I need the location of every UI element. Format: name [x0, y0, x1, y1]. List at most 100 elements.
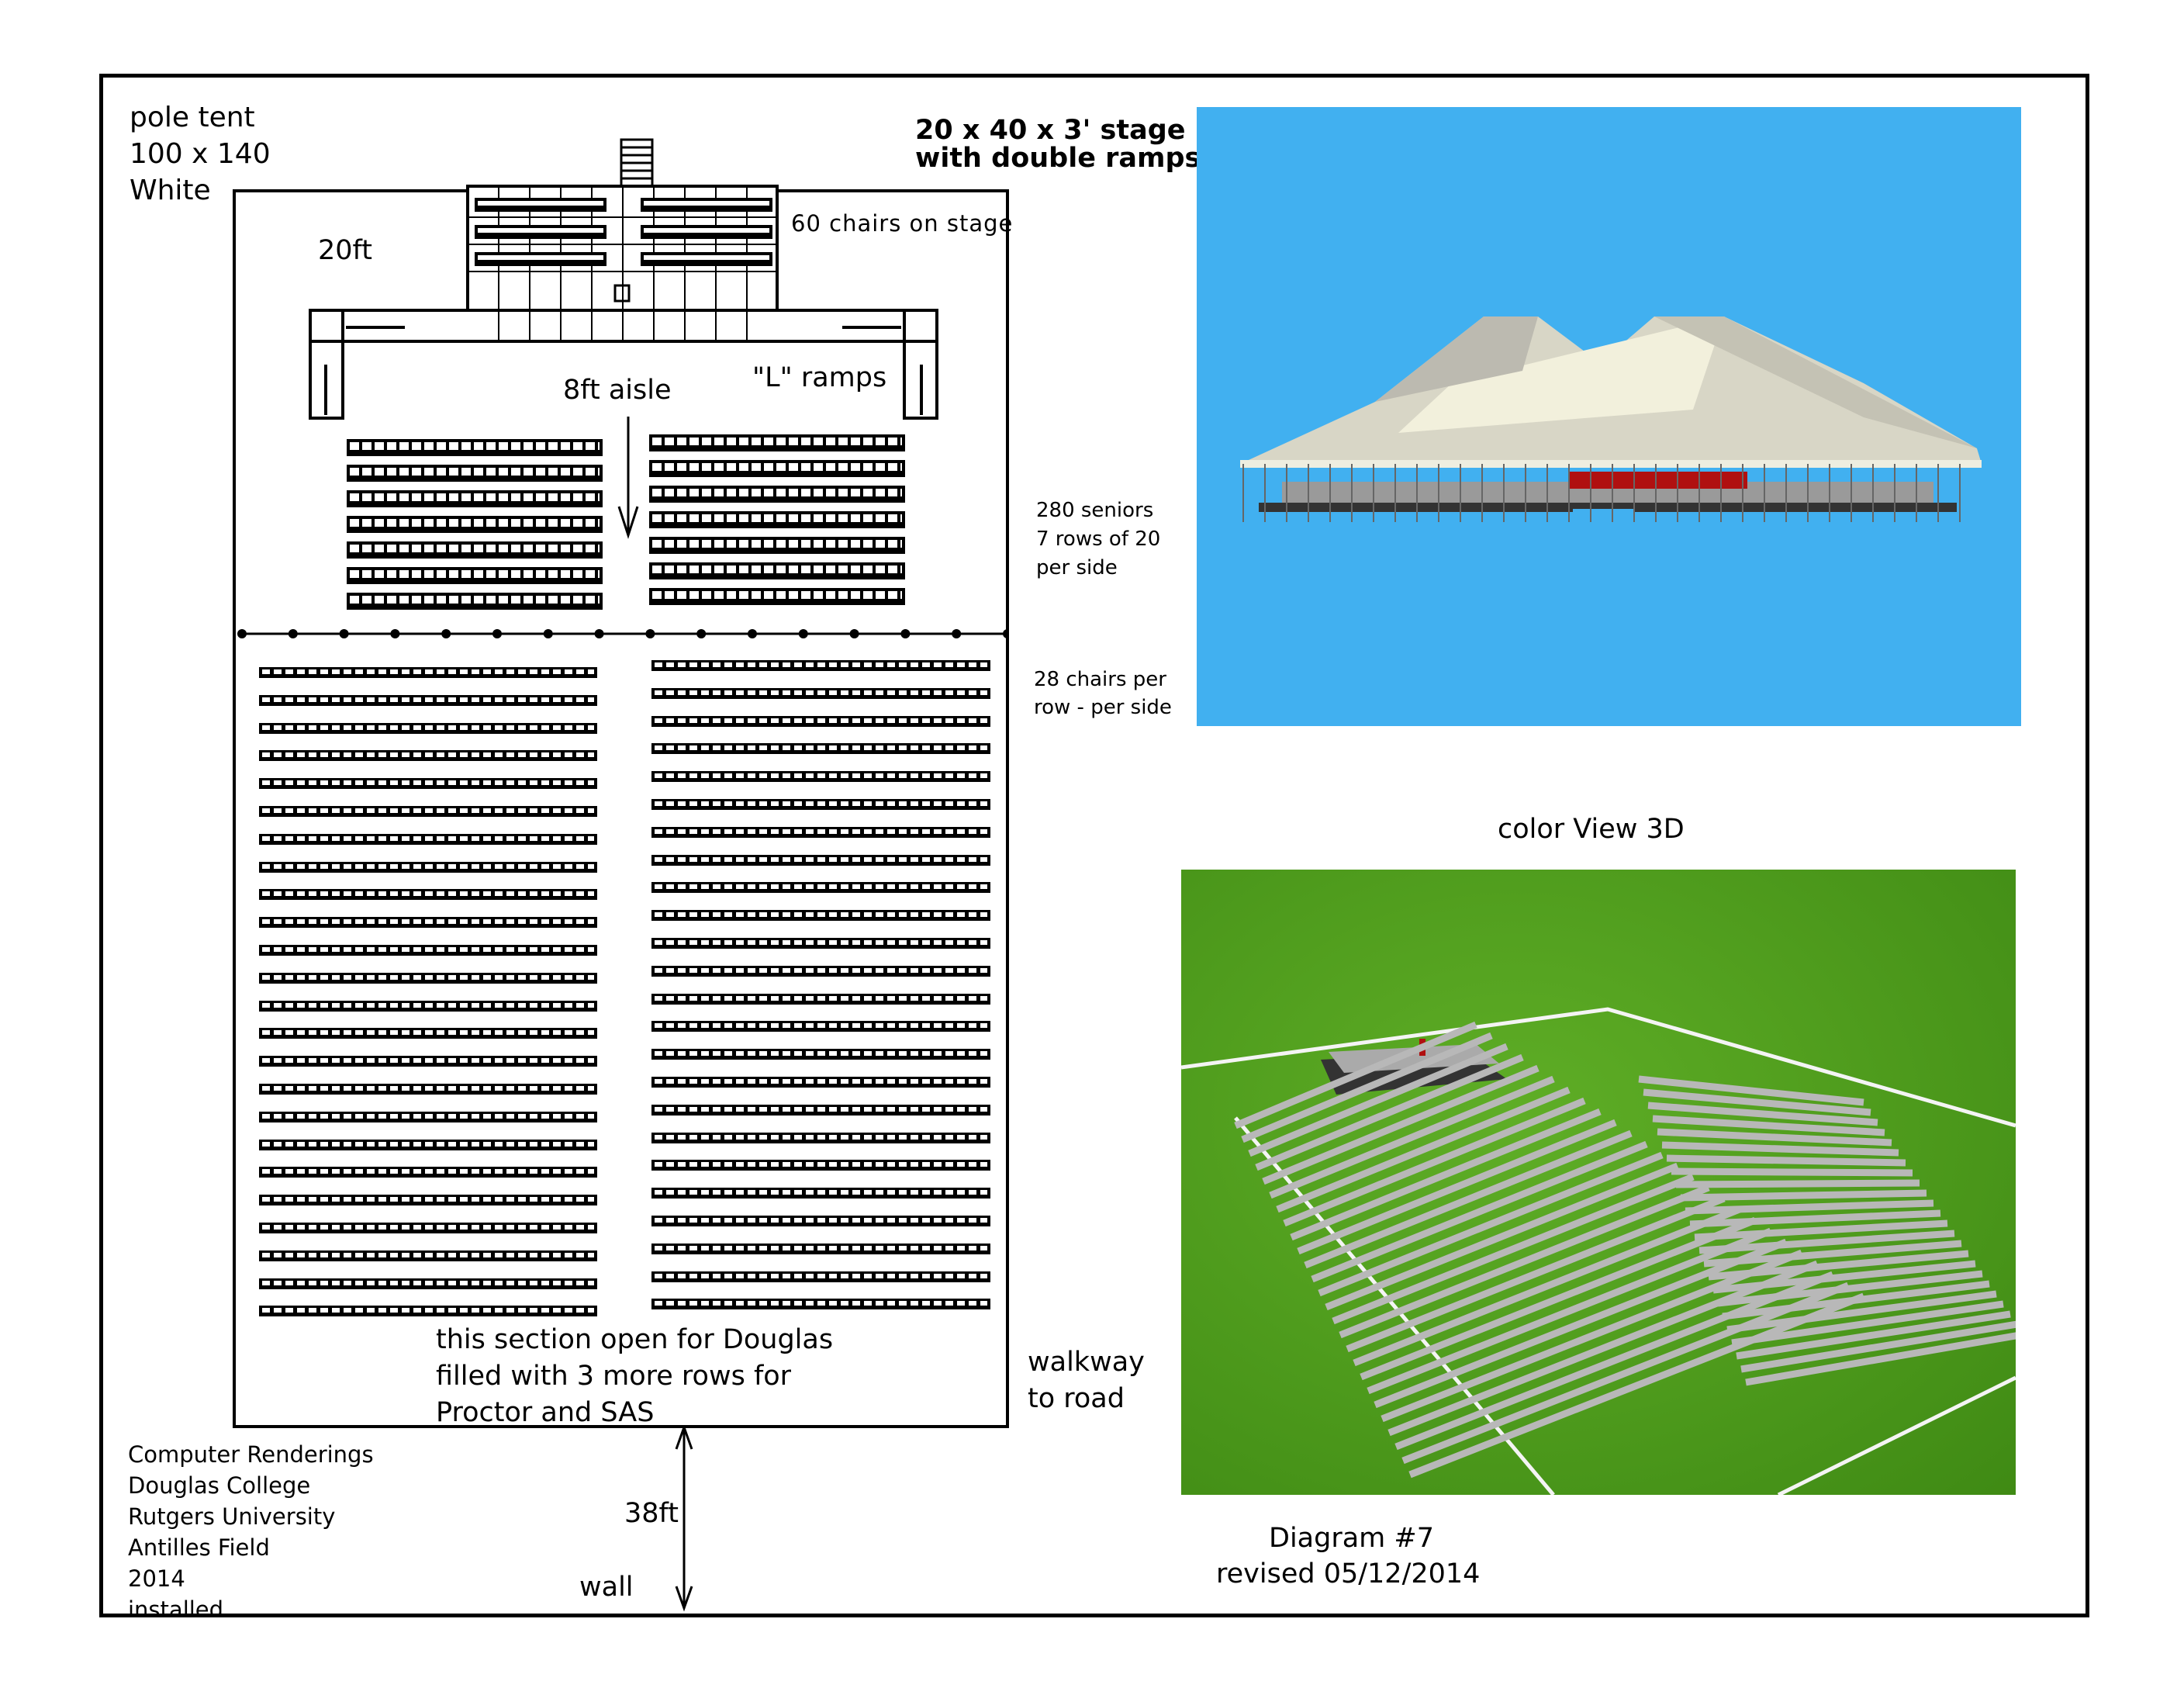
field-seat-row [1708, 1250, 1969, 1281]
seat-row [651, 1104, 990, 1116]
seat-row [651, 938, 990, 949]
seat-row [347, 516, 603, 533]
field-seat-row [1722, 1280, 1990, 1320]
credit-line: Rutgers University [128, 1503, 336, 1530]
walkway-note: walkway to road [1028, 1344, 1145, 1417]
field-seat-row [1745, 1332, 2016, 1386]
seniors-note: 280 seniors 7 rows of 20 per side [1036, 496, 1160, 583]
seat-row [651, 1216, 990, 1226]
stage-title: 20 x 40 x 3' stage with double ramps [915, 116, 1201, 172]
field-seat-row [1269, 1075, 1555, 1199]
field-seat-row [1736, 1310, 2011, 1360]
stage-depth-label: 20ft [318, 235, 372, 266]
field-seat-row [1325, 1162, 1679, 1311]
field-seat-row [1675, 1179, 1920, 1188]
tent-pole [849, 629, 859, 638]
field-seat-row [1726, 1290, 1997, 1333]
tent-pole [237, 629, 247, 638]
seat-row [259, 1056, 597, 1067]
tent-pole [645, 629, 655, 638]
field-seat-row [1360, 1216, 1757, 1381]
field-seat-row [1332, 1173, 1695, 1325]
open-section-line2: filled with 3 more rows for [436, 1361, 792, 1392]
open-section-line3: Proctor and SAS [436, 1397, 655, 1428]
lower-note: 28 chairs per row - per side [1034, 666, 1172, 721]
field-seat-row [1712, 1260, 1976, 1294]
seat-row [651, 1160, 990, 1171]
seat-row [649, 511, 905, 528]
ramps-label: "L" ramps [752, 362, 887, 393]
seat-row [649, 588, 905, 605]
field-seat-row [1717, 1270, 1983, 1307]
seat-row [649, 486, 905, 503]
seat-row [651, 771, 990, 783]
field-seat-row [1381, 1249, 1803, 1423]
field-seat-row [1652, 1115, 1885, 1136]
field-seat-row [1339, 1184, 1710, 1339]
seat-row [259, 917, 597, 929]
tent-pole [543, 629, 553, 638]
tent-pole [288, 629, 298, 638]
tent-pole [900, 629, 911, 638]
field-seat-row [1304, 1129, 1633, 1269]
tent-pole [952, 629, 962, 638]
drawing-frame [99, 74, 2089, 1617]
lower-note-line2: row - per side [1034, 696, 1172, 719]
field-seat-row [1248, 1043, 1508, 1157]
open-section-note: this section open for Douglas filled wit… [436, 1322, 833, 1431]
credit-line: installed [128, 1596, 224, 1614]
seat-row [259, 1223, 597, 1233]
seat-row [651, 910, 990, 922]
wall-label: wall [579, 1572, 634, 1603]
tent-pole [798, 629, 808, 638]
seniors-count: 280 seniors [1036, 499, 1154, 522]
field-seat-row [1694, 1219, 1948, 1241]
seat-row [651, 1271, 990, 1282]
tent-type: pole tent [130, 102, 255, 133]
seat-row [259, 1167, 597, 1178]
seat-row [259, 722, 597, 734]
seat-row [347, 541, 603, 559]
field-seat-row [1394, 1271, 1834, 1451]
tent-pole [390, 629, 400, 638]
field-seat-row [1374, 1238, 1788, 1409]
revision-date: revised 05/12/2014 [1216, 1558, 1481, 1589]
tent-size: 100 x 140 [130, 138, 271, 170]
field-seat-row [1680, 1189, 1927, 1202]
credit-line: Douglas College [128, 1472, 311, 1499]
seat-row [649, 562, 905, 579]
seat-row [651, 687, 990, 699]
aisle-label: 8ft aisle [563, 375, 672, 406]
seat-row [651, 743, 990, 755]
seat-row [259, 833, 597, 845]
seat-row [651, 965, 990, 977]
seat-row [651, 1188, 990, 1199]
tent-pole [1003, 629, 1008, 638]
distance-arrow [675, 1426, 693, 1612]
seniors-rows: 7 rows of 20 [1036, 528, 1161, 551]
seat-row [651, 1049, 990, 1060]
field-seat-row [1661, 1141, 1899, 1157]
seat-row [651, 715, 990, 727]
field-seat-row [1647, 1102, 1878, 1126]
field-seat-row [1643, 1088, 1871, 1116]
seat-row [347, 465, 603, 482]
field-seat-row [1740, 1320, 2016, 1373]
field-seat-row [1387, 1260, 1819, 1437]
field-seat-row [1666, 1154, 1906, 1167]
tent-pole [748, 629, 757, 638]
seat-row [259, 1250, 597, 1261]
tent-pole [594, 629, 604, 638]
stage-chairs-label: 60 chairs on stage [791, 210, 1014, 237]
credit-line: 2014 [128, 1565, 185, 1592]
field-seat-row [1731, 1300, 2004, 1347]
field-3d-render [1181, 870, 2016, 1495]
field-seat-row [1255, 1053, 1524, 1171]
field-seat-row [1671, 1167, 1913, 1177]
seat-row [651, 1299, 990, 1310]
seat-row [259, 1195, 597, 1206]
field-seat-row [1408, 1292, 1865, 1479]
seat-row [259, 861, 597, 873]
seat-row [347, 490, 603, 507]
field-seat-row [1657, 1128, 1892, 1147]
